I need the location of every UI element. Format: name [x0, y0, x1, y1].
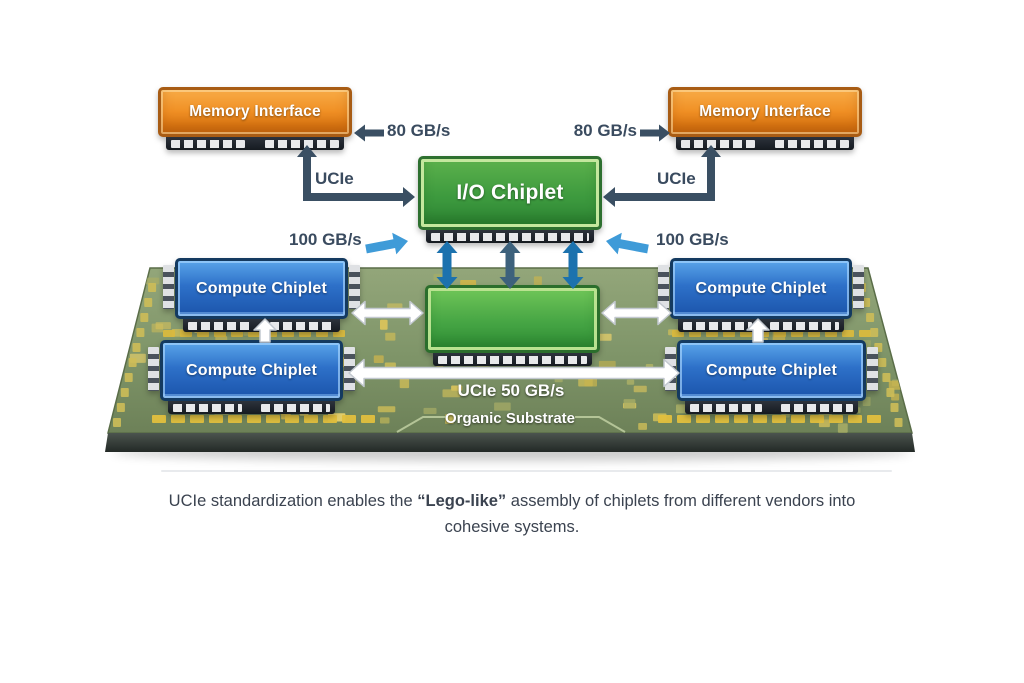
io-chiplet-label: I/O Chiplet [456, 181, 564, 204]
memory-interface-right: Memory Interface [668, 87, 862, 150]
caption-pre: UCIe standardization enables the [168, 492, 418, 510]
io-chiplet: I/O Chiplet [418, 156, 602, 243]
pins [173, 403, 243, 412]
memory-interface-right-label: Memory Interface [699, 103, 831, 120]
center-green-chiplet-body [425, 285, 600, 353]
pin-row [168, 401, 335, 414]
pins [171, 139, 245, 148]
memory-interface-left-body: Memory Interface [158, 87, 352, 137]
pin-row [685, 401, 858, 414]
pins [681, 139, 755, 148]
pins [431, 232, 589, 241]
side-pins [344, 347, 355, 391]
memory-interface-left-label: Memory Interface [189, 103, 321, 120]
compute-chiplet-top-left: Compute Chiplet [163, 258, 360, 332]
pin-row [433, 353, 592, 366]
pins [265, 139, 339, 148]
caption-divider [161, 470, 892, 472]
pins [188, 321, 253, 330]
bandwidth-label-100-left: 100 GB/s [289, 230, 362, 249]
pins [690, 403, 762, 412]
compute-chiplet-label: Compute Chiplet [706, 361, 837, 379]
compute-chiplet-label: Compute Chiplet [695, 279, 827, 297]
side-pins [853, 265, 864, 309]
caption-post: assembly of chiplets from different vend… [444, 492, 856, 536]
center-green-chiplet [425, 285, 600, 366]
bus-bandwidth-label: UCIe 50 GB/s [457, 381, 565, 400]
organic-substrate-label: Organic Substrate [444, 410, 576, 427]
compute-chiplet-body: Compute Chiplet [670, 258, 852, 319]
pin-row [166, 137, 344, 150]
compute-chiplet-body: Compute Chiplet [175, 258, 348, 319]
pins [775, 139, 849, 148]
compute-chiplet-bottom-left: Compute Chiplet [148, 340, 355, 414]
side-pins [148, 347, 159, 391]
memory-interface-right-body: Memory Interface [668, 87, 862, 137]
side-pins [867, 347, 878, 391]
pin-row [676, 137, 854, 150]
compute-chiplet-body: Compute Chiplet [160, 340, 343, 401]
io-chiplet-body: I/O Chiplet [418, 156, 602, 230]
pins [781, 403, 853, 412]
pins [683, 321, 752, 330]
pins [438, 355, 587, 364]
compute-chiplet-label: Compute Chiplet [186, 361, 317, 379]
compute-chiplet-label: Compute Chiplet [196, 279, 327, 297]
ucie-label-right: UCIe [657, 169, 696, 188]
bandwidth-label-80-right: 80 GB/s [573, 121, 637, 140]
pin-row [183, 319, 340, 332]
pin-row [426, 230, 594, 243]
side-pins [658, 265, 669, 309]
side-pins [349, 265, 360, 309]
pins [770, 321, 839, 330]
memory-interface-left: Memory Interface [158, 87, 352, 150]
caption-highlight: “Lego-like” [417, 492, 507, 510]
compute-chiplet-body: Compute Chiplet [677, 340, 866, 401]
pins [270, 321, 335, 330]
pin-row [678, 319, 844, 332]
compute-chiplet-top-right: Compute Chiplet [658, 258, 864, 332]
bandwidth-label-80-left: 80 GB/s [387, 121, 451, 140]
side-pins [665, 347, 676, 391]
ucie-label-left: UCIe [315, 169, 354, 188]
compute-chiplet-bottom-right: Compute Chiplet [665, 340, 878, 414]
pins [260, 403, 330, 412]
caption: UCIe standardization enables the “Lego-l… [162, 489, 862, 540]
bandwidth-label-100-right: 100 GB/s [656, 230, 729, 249]
side-pins [163, 265, 174, 309]
